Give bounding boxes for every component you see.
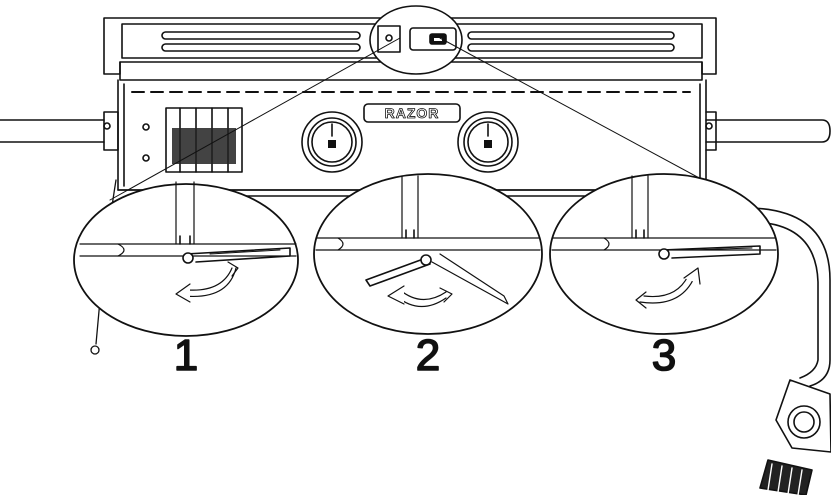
latch-callout [369,5,463,75]
brand-logo: RAZOR [363,103,461,123]
propane-hose [749,207,831,387]
brand-logo-text: RAZOR [385,105,440,121]
step-2-number: 2 [416,331,440,380]
step-1-detail [73,181,299,337]
step-1-number: 1 [174,331,198,380]
step-3-number: 3 [652,331,676,380]
step-2-detail [313,173,543,335]
step-3-detail [549,173,779,335]
regulator [759,379,831,495]
